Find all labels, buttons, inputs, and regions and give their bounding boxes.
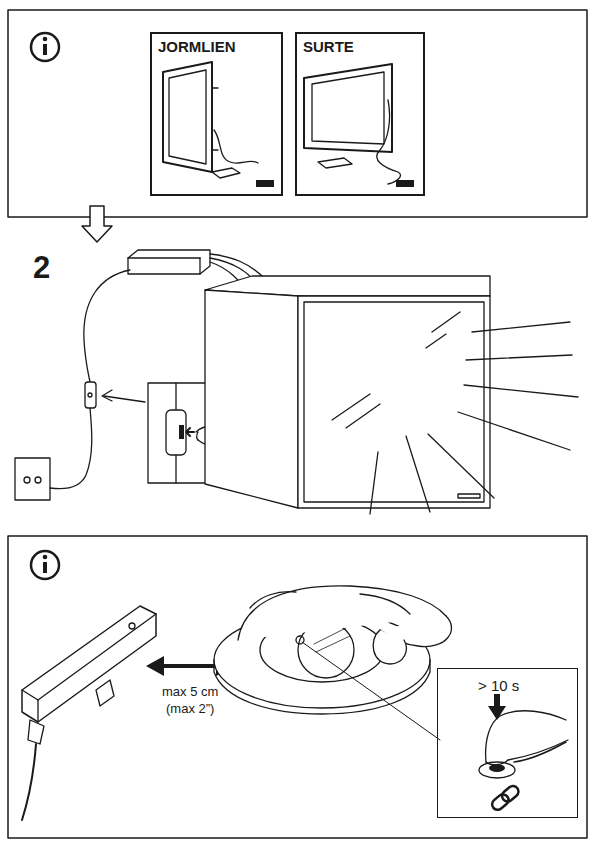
info-icon-stem [43,44,47,55]
light-ray [428,434,494,498]
panel-frame [8,10,587,217]
booklet-cover: JORMLIEN [150,32,283,196]
switch [85,382,96,408]
dimension-text: max 5 cm [162,684,218,699]
driver-edge [37,700,38,722]
light-clip [212,87,218,88]
dimension-text: (max 2”) [166,701,214,716]
light-ray [370,452,378,514]
driver-edge [128,257,200,258]
cord [84,270,130,382]
press-arrow-head [488,706,506,720]
driver-edge [22,690,38,700]
light-ray [466,355,572,360]
battery-print [316,636,350,652]
driver-edge [199,258,200,274]
driver-box [128,250,210,274]
light-clip [212,149,218,150]
reflection [332,394,370,420]
switch [166,410,186,455]
paperclip [514,742,566,762]
outlet-hole [35,477,41,483]
pairing-led [129,623,135,629]
light-ray [406,436,430,512]
wall-outlet [15,458,50,500]
time-note: > 10 s [478,677,519,694]
knuckle [360,594,410,614]
step-number: 2 [33,250,50,286]
press-arrow [186,428,194,436]
mirror-glass [312,72,384,144]
cabinet-front [298,296,490,508]
press-arrow [494,694,500,708]
cable [377,100,401,184]
link-ring [500,784,521,804]
outlet-hole [24,477,30,483]
light-ray [458,412,570,450]
info-icon-dot [43,555,48,560]
info-icon-stem [43,562,47,573]
booklet-cover: SURTE [295,32,425,196]
cable [22,744,36,820]
mirror-frame [163,62,212,172]
fingertip [486,760,508,765]
link-icon [490,784,521,812]
info-icon-dot [43,37,48,42]
fingertip [373,630,406,664]
detail-inset: > 10 s [437,668,578,818]
booklet-title: SURTE [303,38,354,55]
mirror-glass [169,70,206,164]
driver-edge [38,614,156,700]
pointer-arrow-head [102,390,112,401]
mirror-frame [304,64,392,152]
light-ray [464,385,578,397]
reflection [346,404,380,428]
brand-logo [256,180,274,187]
light-ray [472,322,570,332]
driver-box [212,168,240,178]
remote-side [214,660,430,714]
cabinet-side [205,290,298,508]
driver-box [22,606,156,722]
distance-arrow-head [146,656,164,676]
knuckle [250,592,296,608]
cord [50,408,92,489]
glass-door [304,302,484,502]
info-icon [31,551,59,579]
plug [28,720,44,744]
brand-logo [396,180,414,187]
cable [214,130,258,163]
distance-arrow [160,664,220,668]
cable-clip [96,680,114,706]
switch-button [88,393,92,397]
switch-rocker [179,425,184,439]
flow-arrow [82,206,112,242]
panel-frame [8,536,587,838]
driver-box [318,158,352,168]
pointer-arrow [104,396,145,402]
leader-line [302,642,440,740]
booklet-title: JORMLIEN [158,38,236,55]
door-handle [458,494,480,498]
reflection [426,334,446,348]
info-icon [31,33,59,61]
reflection [432,312,460,332]
fingertip [197,432,199,440]
